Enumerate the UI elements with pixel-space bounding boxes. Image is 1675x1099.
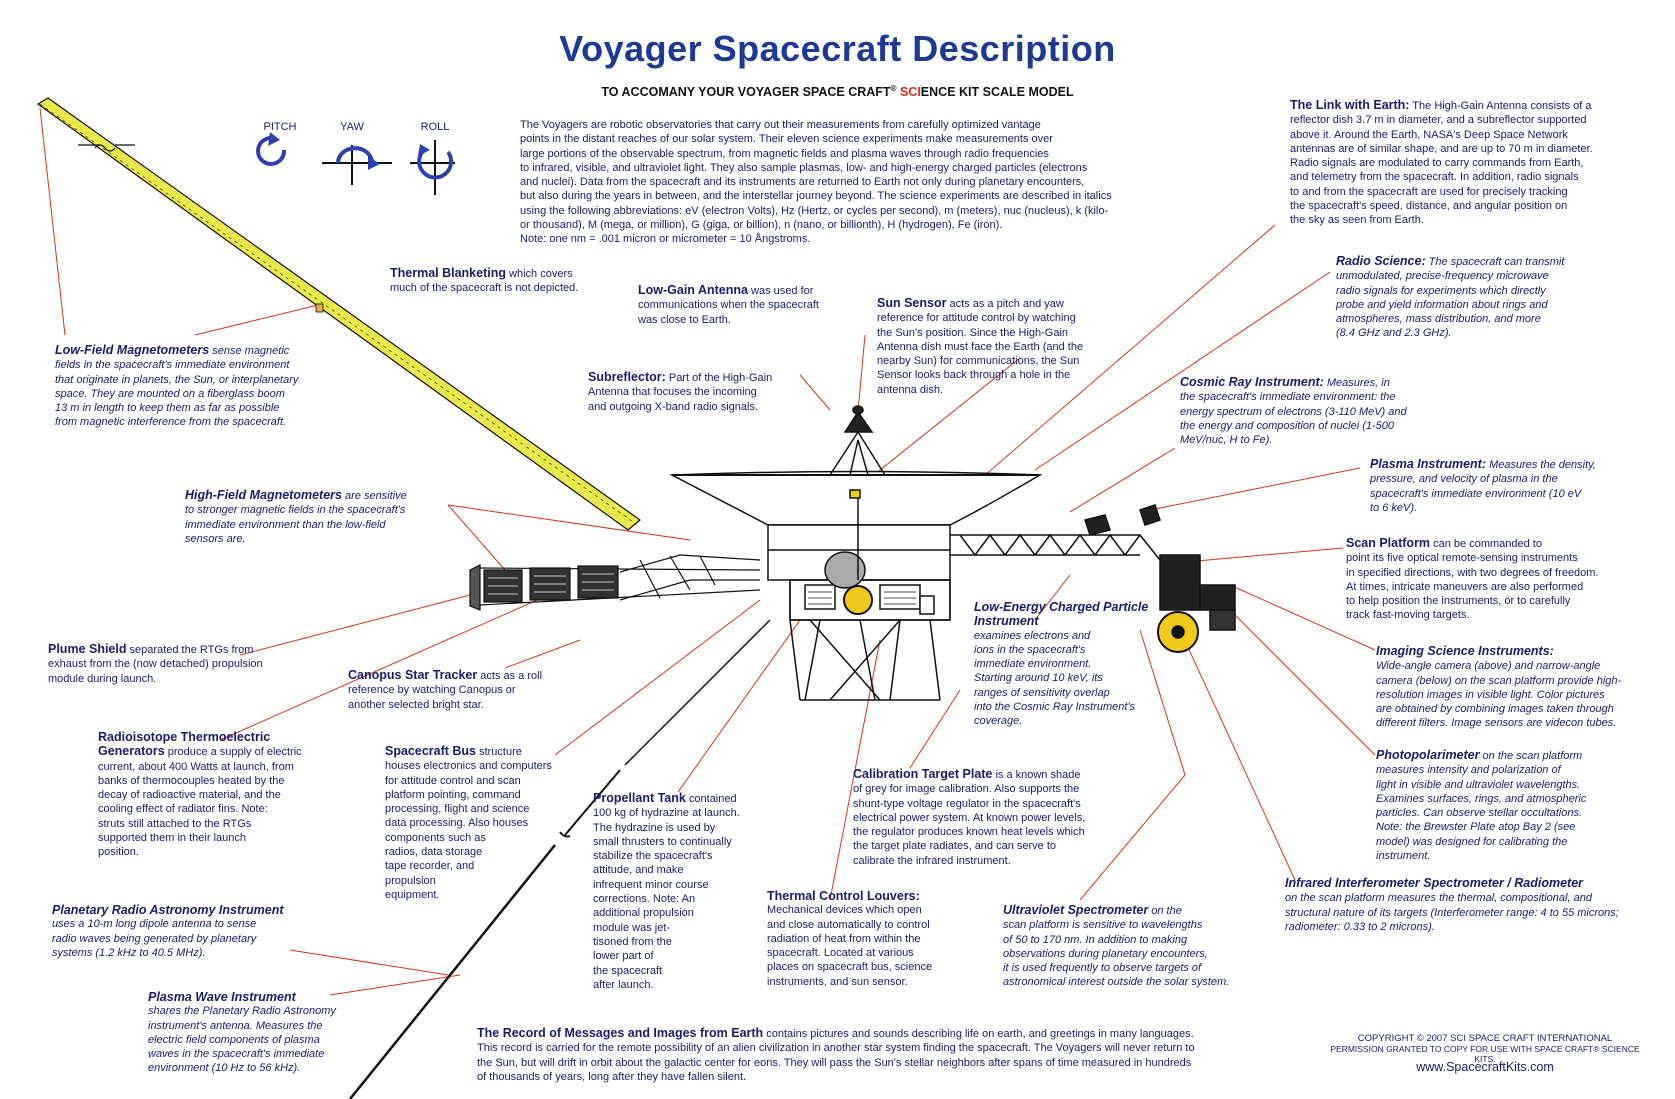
label-calibration-target: Calibration Target Plate is a known shad… bbox=[853, 767, 1086, 867]
intro-line: or thousand), M (mega, or million), G (g… bbox=[520, 219, 1003, 232]
leader-calibration bbox=[909, 689, 961, 769]
leader-subreflector bbox=[799, 374, 831, 411]
label-plume-shield: Plume Shield separated the RTGs from exh… bbox=[48, 642, 263, 685]
label-plasma-wave: Plasma Wave Instrument shares the Planet… bbox=[148, 990, 336, 1075]
leader-low-field bbox=[39, 107, 66, 336]
label-low-gain-antenna: Low-Gain Antenna was used for communicat… bbox=[638, 283, 819, 326]
leader-imaging bbox=[1229, 584, 1376, 651]
leader-scan-platform bbox=[1184, 547, 1344, 563]
leader-plume bbox=[239, 594, 471, 656]
intro-line: but also during the years in between, an… bbox=[520, 190, 1112, 203]
label-imaging-science: Imaging Science Instruments: Wide-angle … bbox=[1376, 644, 1622, 730]
leader-cosmic-ray bbox=[1069, 447, 1176, 513]
spacecraft-bus bbox=[624, 498, 951, 766]
label-photopolarimeter: Photopolarimeter on the scan platform me… bbox=[1376, 748, 1587, 863]
leader-low-field-2 bbox=[194, 304, 319, 336]
copyright-line2: PERMISSION GRANTED TO COPY FOR USE WITH … bbox=[1330, 1044, 1640, 1064]
leader-rtg bbox=[219, 589, 561, 741]
label-golden-record: The Record of Messages and Images from E… bbox=[477, 1026, 1195, 1083]
leader-high-field bbox=[447, 504, 691, 541]
intro-line: The Voyagers are robotic observatories t… bbox=[520, 119, 1041, 131]
leader-high-field-2 bbox=[447, 504, 506, 571]
label-thermal-louvers: Thermal Control Louvers: Mechanical devi… bbox=[767, 889, 933, 988]
leader-bus bbox=[554, 599, 761, 756]
roll-label: ROLL bbox=[420, 121, 450, 133]
page-title: Voyager Spacecraft Description bbox=[559, 28, 1116, 69]
leader-photopolarimeter bbox=[1219, 599, 1376, 756]
label-low-energy-particle: Low-Energy Charged Particle Instrument e… bbox=[974, 600, 1149, 728]
leader-canopus bbox=[504, 639, 581, 669]
subtitle-sci: SCI bbox=[899, 85, 921, 100]
leader-lines bbox=[39, 107, 1376, 996]
leader-plasma bbox=[1139, 467, 1361, 513]
leader-low-gain bbox=[857, 334, 866, 413]
label-scan-platform: Scan Platform can be commanded to point … bbox=[1346, 536, 1599, 622]
leader-uv bbox=[1079, 774, 1186, 901]
yaw-label: YAW bbox=[340, 121, 364, 133]
label-high-field-magnetometers: High-Field Magnetometers are sensitive t… bbox=[185, 488, 407, 545]
leader-radio-science bbox=[1034, 271, 1331, 471]
intro-line: using the following abbreviations: eV (e… bbox=[520, 204, 1109, 217]
dipole-antennas bbox=[349, 769, 621, 1099]
subtitle-post: ENCE KIT SCALE MODEL bbox=[920, 85, 1074, 100]
label-radio-science: Radio Science: The spacecraft can transm… bbox=[1336, 254, 1565, 340]
label-thermal-blanketing: Thermal Blanketing which covers much of … bbox=[390, 266, 579, 295]
high-gain-antenna bbox=[669, 405, 1043, 526]
leader-plasma-wave bbox=[329, 974, 461, 996]
copyright: COPYRIGHT © 2007 SCI SPACE CRAFT INTERNA… bbox=[1325, 1033, 1645, 1065]
leader-sun-sensor bbox=[854, 357, 1021, 491]
intro-paragraph: The Voyagers are robotic observatories t… bbox=[520, 118, 1175, 247]
roll-icon bbox=[410, 140, 455, 195]
magnetometer-boom bbox=[36, 97, 641, 531]
rtg-assembly bbox=[469, 554, 761, 611]
subtitle-reg: ® bbox=[890, 84, 897, 93]
page-subtitle: TO ACCOMANY YOUR VOYAGER SPACE CRAFT® SC… bbox=[0, 84, 1675, 99]
leader-planetary-radio bbox=[289, 949, 449, 976]
leader-uv-2 bbox=[1139, 629, 1186, 776]
label-ultraviolet-spectrometer: Ultraviolet Spectrometer on the scan pla… bbox=[1003, 903, 1230, 989]
label-propellant-tank: Propellant Tank contained 100 kg of hydr… bbox=[593, 791, 740, 991]
label-canopus-tracker: Canopus Star Tracker acts as a roll refe… bbox=[348, 668, 543, 711]
leader-infrared bbox=[1179, 629, 1296, 881]
intro-line: points in the distant reaches of our sol… bbox=[520, 133, 1053, 146]
subtitle-pre: TO ACCOMANY YOUR VOYAGER SPACE CRAFT bbox=[601, 85, 891, 100]
science-boom bbox=[950, 504, 1236, 653]
intro-line: Note: one nm = .001 micron or micrometer… bbox=[520, 233, 811, 246]
label-link-earth: The Link with Earth: The High-Gain Anten… bbox=[1290, 98, 1593, 227]
label-planetary-radio: Planetary Radio Astronomy Instrument use… bbox=[52, 903, 284, 959]
copyright-line1: COPYRIGHT © 2007 SCI SPACE CRAFT INTERNA… bbox=[1357, 1033, 1613, 1044]
label-sun-sensor: Sun Sensor acts as a pitch and yaw refer… bbox=[877, 296, 1084, 396]
label-low-field-magnetometers: Low-Field Magnetometers sense magnetic f… bbox=[55, 343, 299, 429]
pitch-label: PITCH bbox=[263, 121, 297, 133]
label-rtg: Radioisotope Thermoelectric Generators p… bbox=[98, 730, 302, 859]
label-plasma-instrument: Plasma Instrument: Measures the density,… bbox=[1370, 457, 1596, 514]
intro-line: and nuclei). Data from the spacecraft an… bbox=[520, 176, 1085, 189]
label-cosmic-ray: Cosmic Ray Instrument: Measures, in the … bbox=[1180, 375, 1407, 447]
label-infrared-spectrometer: Infrared Interferometer Spectrometer / R… bbox=[1285, 876, 1619, 933]
leader-propellant bbox=[677, 619, 801, 793]
website-link[interactable]: www.SpacecraftKits.com bbox=[1416, 1060, 1554, 1074]
intro-line: to infrared, visible, and ultraviolet li… bbox=[520, 161, 1088, 174]
yaw-icon bbox=[322, 145, 392, 185]
pitch-icon bbox=[256, 132, 287, 166]
label-spacecraft-bus: Spacecraft Bus structure houses electron… bbox=[385, 744, 552, 901]
label-subreflector: Subreflector: Part of the High-Gain Ante… bbox=[588, 370, 773, 413]
leader-low-energy bbox=[1034, 574, 1071, 621]
intro-line: large portions of the observable spectru… bbox=[520, 147, 1049, 160]
